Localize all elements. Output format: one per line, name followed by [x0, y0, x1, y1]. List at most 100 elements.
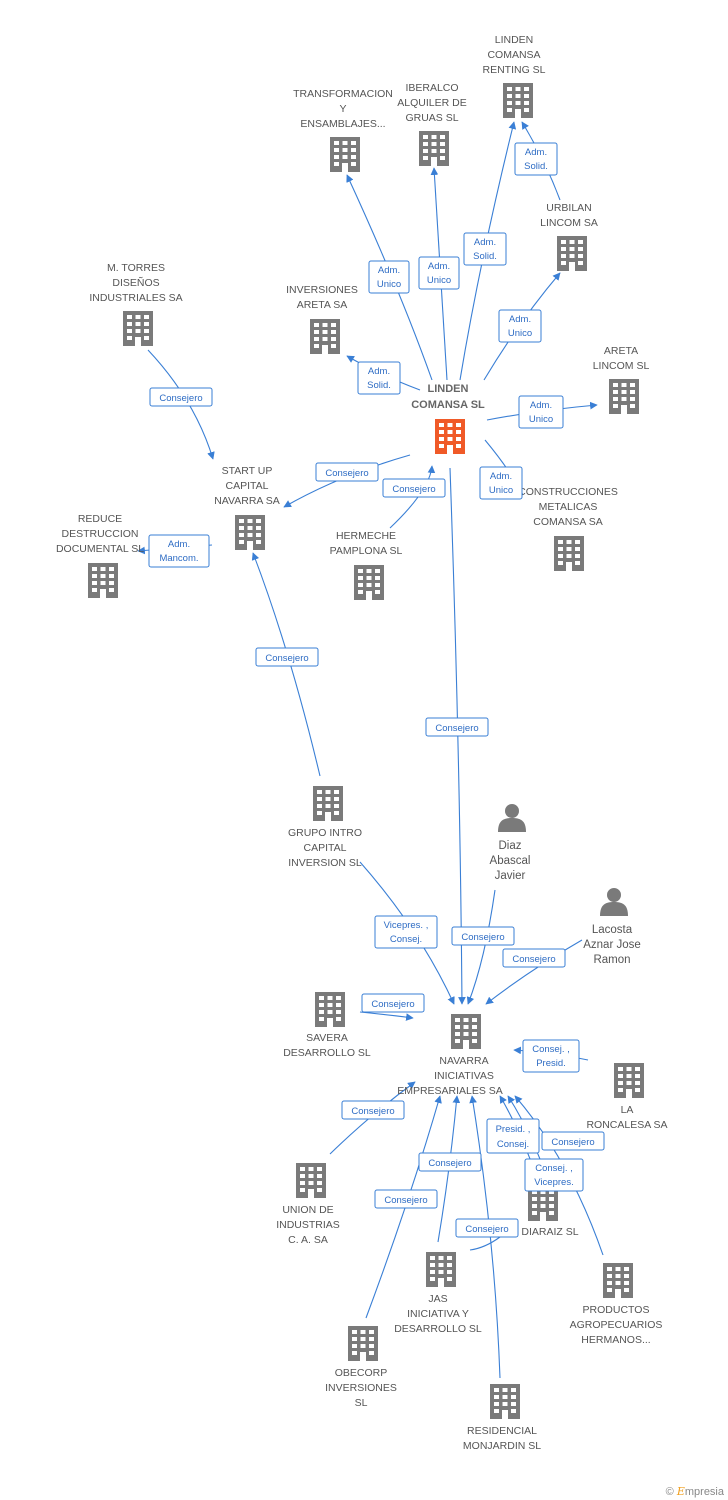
edge-diaz-navarra: [466, 889, 496, 1005]
svg-text:Consejero: Consejero: [351, 1106, 394, 1117]
edge-label-consej-presid[interactable]: Consej. ,Presid.: [522, 1039, 580, 1073]
edge-lacosta-navarra: [485, 939, 583, 1005]
building-icon: [296, 1163, 326, 1198]
edge-label-consejero[interactable]: Consejero: [541, 1131, 605, 1151]
brand-initial: E: [676, 1485, 685, 1498]
building-icon: [451, 1014, 481, 1049]
svg-text:Consejero: Consejero: [551, 1137, 594, 1148]
svg-text:Adm.Solid.: Adm.Solid.: [524, 147, 548, 172]
edge-residencial-jas: [469, 1236, 501, 1251]
edge-label-consejero[interactable]: Consejero: [255, 647, 319, 667]
svg-text:Consejero: Consejero: [512, 954, 555, 965]
edge-label-consejero[interactable]: Consejero: [502, 948, 566, 968]
edge-label-presid-consej[interactable]: Presid. ,Consej.: [486, 1118, 540, 1154]
edge-label-consejero[interactable]: Consejero: [374, 1189, 438, 1209]
edge-label-consejero[interactable]: Consejero: [451, 926, 515, 946]
svg-text:Consejero: Consejero: [384, 1195, 427, 1206]
edge-label-adm-unico[interactable]: Adm.Unico: [418, 256, 460, 290]
edge-label-consejero[interactable]: Consejero: [382, 478, 446, 498]
edge-label-adm-mancom[interactable]: Adm.Mancom.: [148, 534, 210, 568]
svg-text:Adm.Unico: Adm.Unico: [508, 314, 532, 339]
building-icon: [315, 992, 345, 1027]
edge-label-vicepres-consej[interactable]: Vicepres. ,Consej.: [374, 915, 438, 949]
svg-text:Consejero: Consejero: [428, 1158, 471, 1169]
edge-label-consej-vicepres[interactable]: Consej. ,Vicepres.: [524, 1158, 584, 1192]
building-icon: [609, 379, 639, 414]
edge-label-adm-unico[interactable]: Adm.Unico: [498, 309, 542, 343]
edge-label-adm-solid[interactable]: Adm.Solid.: [463, 232, 507, 266]
building-icon: [88, 563, 118, 598]
building-icon: [614, 1063, 644, 1098]
edge-label-consejero[interactable]: Consejero: [149, 387, 213, 407]
svg-text:Consejero: Consejero: [465, 1224, 508, 1235]
building-icon: [313, 786, 343, 821]
person-icon: [600, 888, 628, 916]
svg-text:DIARAIZ SL: DIARAIZ SL: [521, 1226, 578, 1238]
watermark: © Empresia: [666, 1485, 724, 1498]
svg-text:Consejero: Consejero: [461, 932, 504, 943]
svg-text:Consejero: Consejero: [371, 999, 414, 1010]
edge-label-adm-unico[interactable]: Adm.Unico: [368, 260, 410, 294]
node-diaraiz[interactable]: DIARAIZ SL: [521, 1186, 579, 1238]
edge-label-adm-unico[interactable]: Adm.Unico: [479, 466, 523, 500]
svg-text:Consejero: Consejero: [159, 393, 202, 404]
edge-label-consejero[interactable]: Consejero: [315, 462, 379, 482]
building-icon: [557, 236, 587, 271]
building-icon: [426, 1252, 456, 1287]
svg-text:Adm.Unico: Adm.Unico: [489, 471, 513, 496]
svg-text:Consejero: Consejero: [392, 484, 435, 495]
building-icon: [330, 137, 360, 172]
edge-label-adm-solid[interactable]: Adm.Solid.: [357, 361, 401, 395]
building-icon: [490, 1384, 520, 1419]
edge-label-consejero[interactable]: Consejero: [341, 1100, 405, 1120]
svg-text:Consejero: Consejero: [435, 723, 478, 734]
edge-label-consejero[interactable]: Consejero: [418, 1152, 482, 1172]
svg-text:Adm.Solid.: Adm.Solid.: [473, 237, 497, 262]
edge-label-adm-solid[interactable]: Adm.Solid.: [514, 142, 558, 176]
building-icon: [354, 565, 384, 600]
svg-text:Adm.Unico: Adm.Unico: [427, 261, 451, 286]
edge-label-adm-unico[interactable]: Adm.Unico: [518, 395, 564, 429]
edge-label-consejero[interactable]: Consejero: [425, 717, 489, 737]
svg-text:Adm.Unico: Adm.Unico: [529, 400, 553, 425]
edge-label-consejero[interactable]: Consejero: [455, 1218, 519, 1238]
edge-label-consejero[interactable]: Consejero: [361, 993, 425, 1013]
